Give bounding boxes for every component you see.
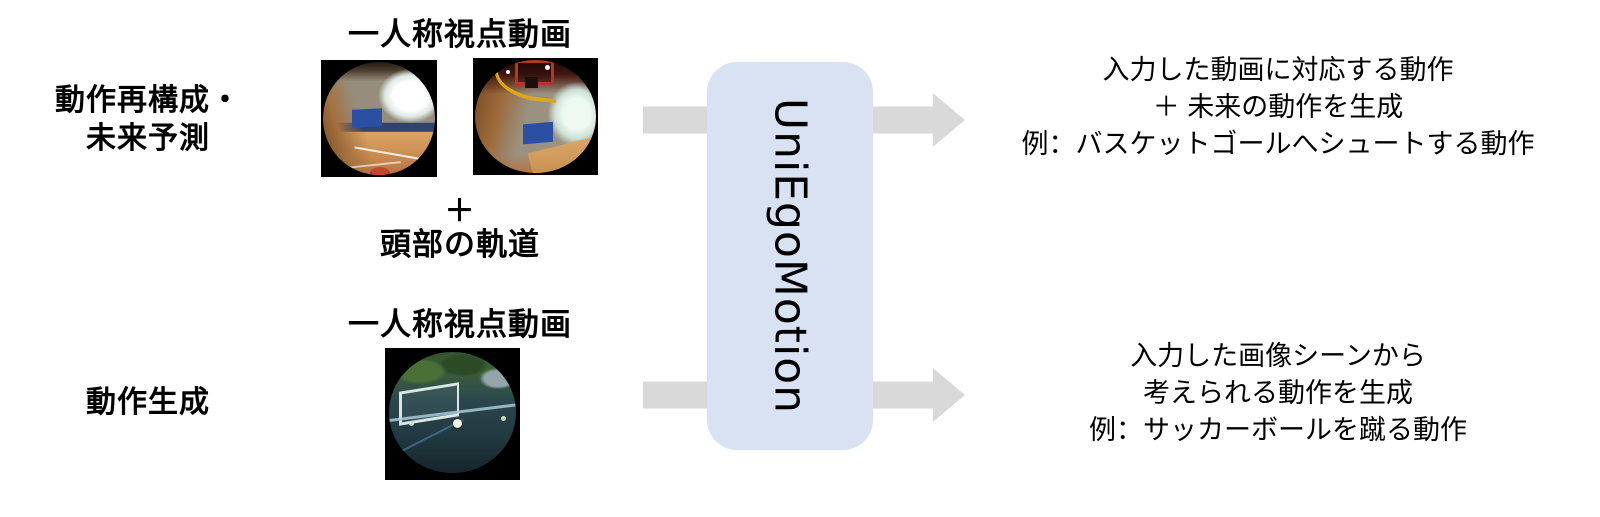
output-bottom-line2: 考えられる動作を生成: [1143, 378, 1413, 408]
fisheye-lens-1: [322, 61, 436, 176]
egocentric-basketball-frame-2: [473, 58, 598, 175]
ceiling-light: [545, 65, 551, 71]
output-bottom-line3: 例：サッカーボールを蹴る動作: [1089, 415, 1467, 445]
input-video-label-bottom: 一人称視点動画: [348, 307, 572, 342]
ceiling-light: [576, 72, 582, 78]
egocentric-basketball-frame-1: [321, 60, 437, 177]
plus-sign: ＋: [444, 195, 476, 228]
task-label-reconstruction-line2: 未来予測: [86, 122, 210, 155]
ceiling-light: [506, 69, 511, 74]
field-line: [389, 419, 464, 462]
field-marker: [500, 416, 506, 422]
court-line: [354, 146, 420, 160]
task-label-generation: 動作生成: [86, 386, 210, 419]
fisheye-lens-3: [389, 351, 516, 474]
uniegomotion-box: UniEgoMotion: [707, 62, 873, 450]
soccer-ball: [452, 418, 462, 428]
input-video-label-top: 一人称視点動画: [348, 17, 572, 52]
output-top-line3: 例：バスケットゴールへシュートする動作: [1021, 129, 1535, 159]
blue-wall-mat: [523, 121, 554, 146]
output-description-top: 入力した動画に対応する動作 ＋ 未来の動作を生成 例：バスケットゴールへシュート…: [1018, 52, 1538, 163]
uniegomotion-label: UniEgoMotion: [764, 97, 816, 415]
head-trajectory-label: 頭部の軌道: [380, 227, 540, 262]
output-top-line1: 入力した動画に対応する動作: [1102, 55, 1454, 85]
field-marker: [409, 421, 415, 427]
egocentric-soccer-frame: [385, 348, 520, 480]
task-label-reconstruction-line1: 動作再構成・: [55, 84, 241, 117]
basketball: [369, 166, 390, 176]
output-description-bottom: 入力した画像シーンから 考えられる動作を生成 例：サッカーボールを蹴る動作: [1018, 338, 1538, 449]
task-label-reconstruction: 動作再構成・ 未来予測: [28, 82, 268, 158]
output-bottom-line1: 入力した画像シーンから: [1130, 341, 1426, 371]
hoop-net: [524, 76, 538, 89]
output-top-line2: ＋ 未来の動作を生成: [1152, 92, 1404, 122]
fisheye-lens-2: [474, 59, 597, 174]
blue-wall-mat: [351, 108, 383, 129]
